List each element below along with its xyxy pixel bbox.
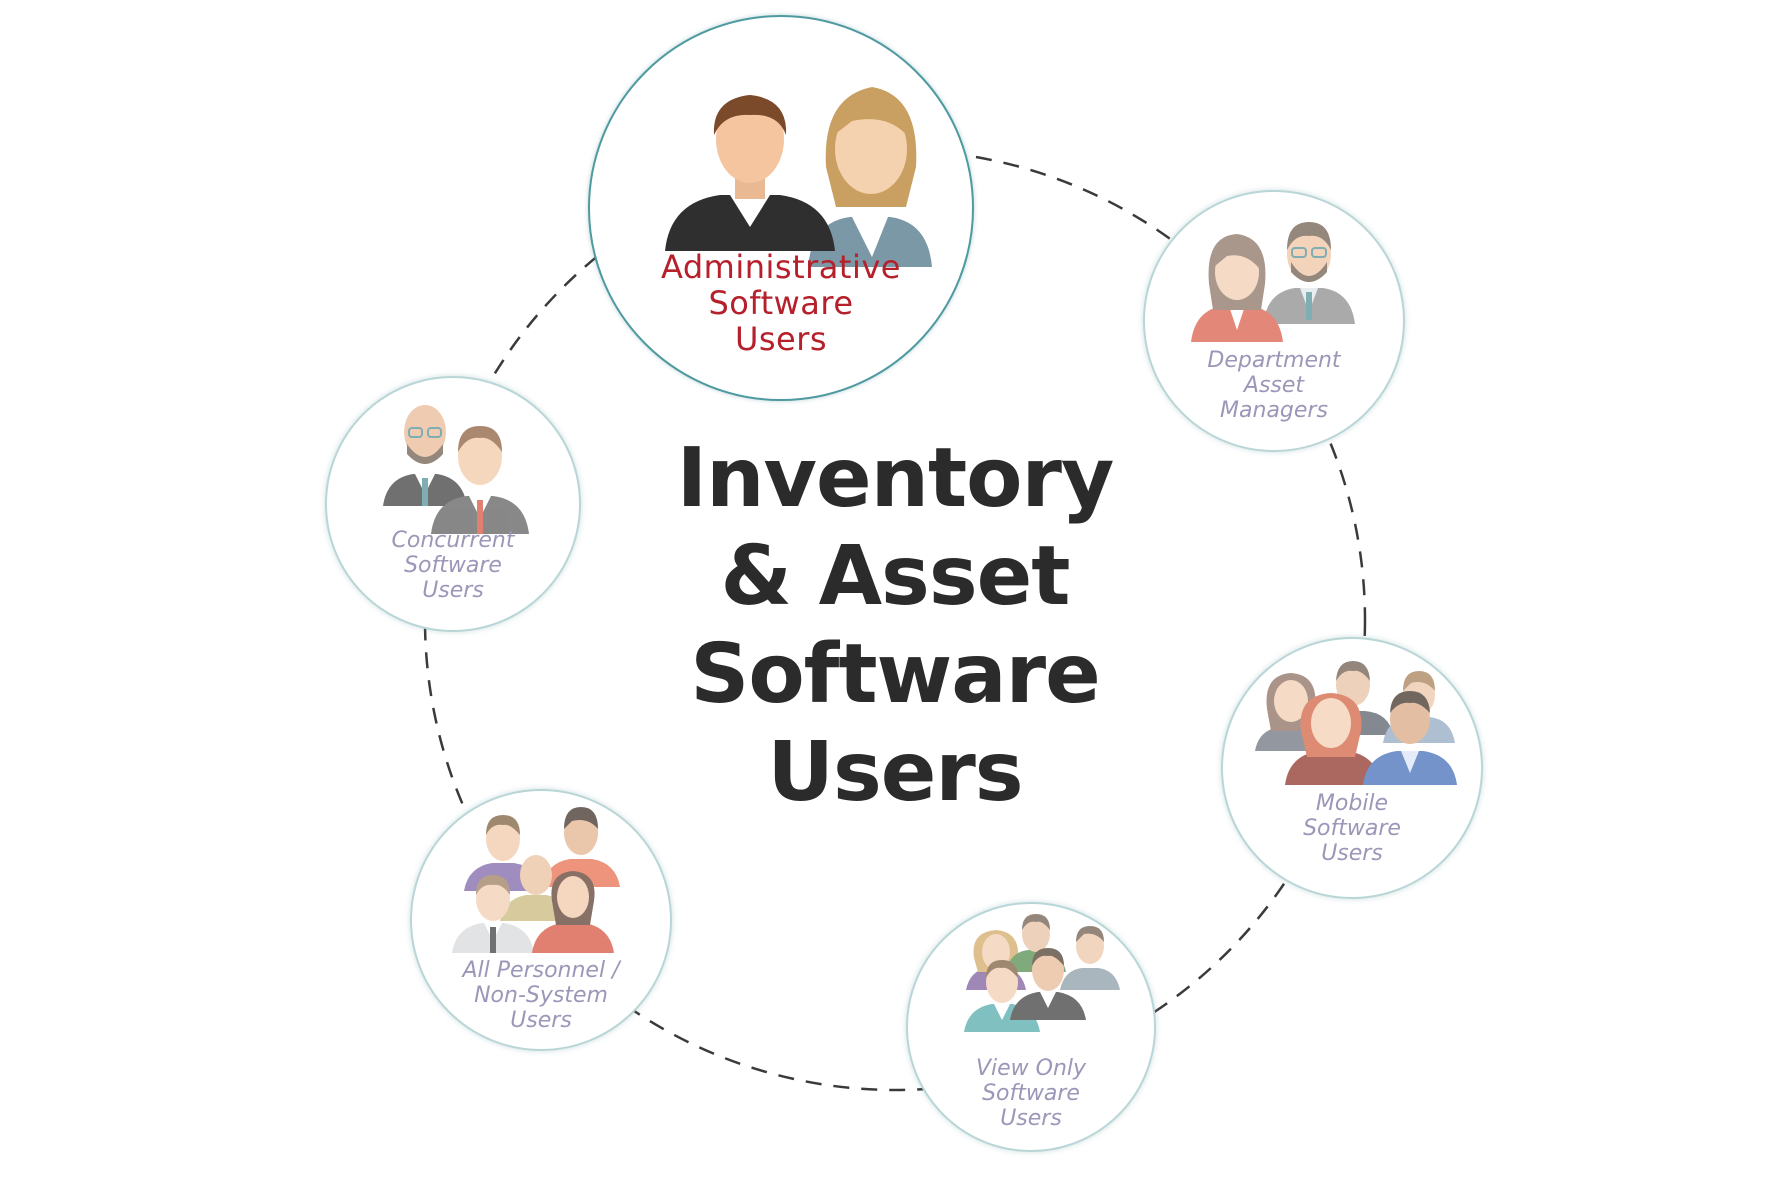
department-label: Department Asset Managers xyxy=(1207,348,1341,423)
title-line-4: Users xyxy=(767,725,1023,820)
title-line-1: Inventory xyxy=(676,431,1115,526)
title-line-3: Software xyxy=(690,627,1100,722)
node-department-managers: Department Asset Managers xyxy=(1143,190,1405,452)
node-all-personnel: All Personnel / Non-System Users xyxy=(410,789,672,1051)
all-personnel-label: All Personnel / Non-System Users xyxy=(462,958,620,1033)
view-only-label: View Only Software Users xyxy=(975,1056,1087,1131)
all-personnel-icon xyxy=(452,807,620,953)
node-administrative-users: Administrative Software Users xyxy=(588,15,974,401)
node-view-only-users: View Only Software Users xyxy=(906,902,1156,1152)
node-concurrent-users: Concurrent Software Users xyxy=(325,376,581,632)
node-mobile-users: Mobile Software Users xyxy=(1221,637,1483,899)
mobile-label: Mobile Software Users xyxy=(1303,791,1401,866)
title-line-2: & Asset xyxy=(720,529,1071,624)
concurrent-users-icon xyxy=(383,405,529,534)
department-managers-icon xyxy=(1191,222,1355,342)
concurrent-label: Concurrent Software Users xyxy=(391,528,515,603)
admin-users-icon xyxy=(665,87,932,267)
view-only-users-icon xyxy=(964,914,1120,1032)
center-title: Inventory & Asset Software Users xyxy=(560,430,1230,822)
mobile-users-icon xyxy=(1255,661,1457,785)
admin-label: Administrative Software Users xyxy=(661,248,901,358)
